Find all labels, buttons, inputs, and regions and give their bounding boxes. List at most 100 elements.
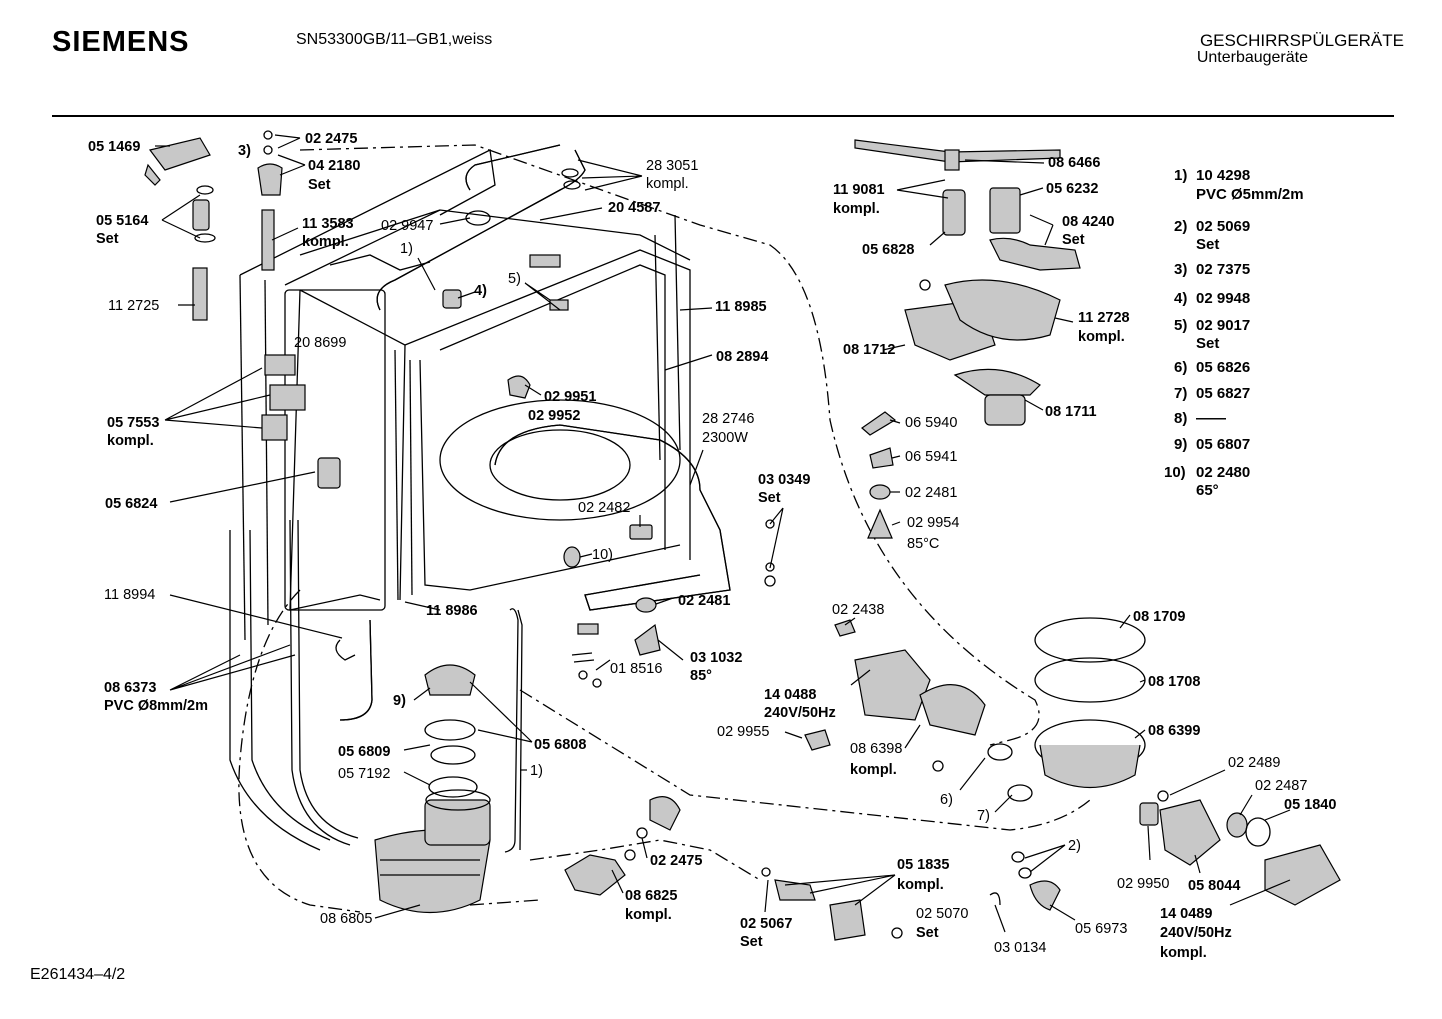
part-inlet-valve <box>564 849 636 896</box>
legend-extra: Set <box>1196 236 1219 253</box>
label-kompl-119081: kompl. <box>833 201 880 217</box>
legend-part: 02 5069 <box>1196 218 1250 235</box>
label-056808: 05 6808 <box>534 737 586 753</box>
part-hose-bends <box>335 639 681 839</box>
legend-part: 02 9948 <box>1196 290 1250 307</box>
label-051840: 05 1840 <box>1284 797 1336 813</box>
label-kompl-086398: kompl. <box>850 762 897 778</box>
label-057553: 05 7553 <box>107 415 159 431</box>
label-204587: 20 4587 <box>608 200 660 216</box>
legend-index: 7) <box>1174 385 1187 402</box>
label-029950: 02 9950 <box>1117 876 1169 892</box>
label-086805: 08 6805 <box>320 911 372 927</box>
label-85-deg: 85° <box>690 668 712 684</box>
label-283051: 28 3051 <box>646 158 698 174</box>
label-112728: 11 2728 <box>1078 310 1130 326</box>
label-140488: 14 0488 <box>764 687 816 703</box>
label-086825: 08 6825 <box>625 888 677 904</box>
label-022481-sensor: 02 2481 <box>905 485 957 501</box>
legend-part: 02 2480 <box>1196 464 1250 481</box>
label-112725: 11 2725 <box>108 298 159 314</box>
label-081712: 08 1712 <box>843 342 895 358</box>
label-029952: 02 9952 <box>528 408 580 424</box>
part-heater-accessories <box>563 519 776 688</box>
label-058044: 05 8044 <box>1188 878 1240 894</box>
label-set-025067: Set <box>740 934 763 950</box>
label-set-025070: Set <box>916 925 939 941</box>
tub-frame <box>229 144 731 853</box>
legend-index: 5) <box>1174 317 1187 334</box>
label-029954: 02 9954 <box>907 515 959 531</box>
label-1-top: 1) <box>400 241 413 257</box>
legend-part: 05 6826 <box>1196 359 1250 376</box>
legend-part: 05 6807 <box>1196 436 1250 453</box>
category-title: GESCHIRRSPÜLGERÄTE <box>1199 31 1404 50</box>
label-022487: 02 2487 <box>1255 778 1307 794</box>
document-id: E261434–4/2 <box>30 966 126 983</box>
label-set-084240: Set <box>1062 232 1085 248</box>
drain-dash-2 <box>469 899 541 906</box>
label-9: 9) <box>393 693 406 709</box>
label-5: 5) <box>508 271 521 287</box>
label-1-bottom: 1) <box>530 763 543 779</box>
label-031032: 03 1032 <box>690 650 742 666</box>
label-118985: 11 8985 <box>715 299 767 315</box>
label-118986: 11 8986 <box>426 603 478 619</box>
label-051835: 05 1835 <box>897 857 949 873</box>
part-drain-pump <box>989 790 1341 911</box>
label-025067: 02 5067 <box>740 916 792 932</box>
part-sensors <box>861 411 897 539</box>
label-kompl-112728: kompl. <box>1078 329 1125 345</box>
legend-extra: PVC Ø5mm/2m <box>1196 186 1304 203</box>
label-029955: 02 9955 <box>717 724 769 740</box>
label-119081: 11 9081 <box>833 182 885 198</box>
label-208699: 20 8699 <box>294 335 346 351</box>
label-10: 10) <box>592 547 613 563</box>
label-025070: 02 5070 <box>916 906 968 922</box>
label-081708: 08 1708 <box>1148 674 1200 690</box>
part-spray-arm <box>854 139 1081 271</box>
part-filters <box>904 279 1061 426</box>
legend-part: —— <box>1196 410 1226 427</box>
label-113583: 11 3583 <box>302 216 354 232</box>
label-018516: 01 8516 <box>610 661 662 677</box>
legend-index: 3) <box>1174 261 1187 278</box>
label-065940: 06 5940 <box>905 415 957 431</box>
label-pvc8: PVC Ø8mm/2m <box>104 698 208 714</box>
legend-index: 8) <box>1174 410 1187 427</box>
label-056828: 05 6828 <box>862 242 914 258</box>
label-051469: 05 1469 <box>88 139 140 155</box>
label-086373: 08 6373 <box>104 680 156 696</box>
label-030349: 03 0349 <box>758 472 810 488</box>
label-kompl-140489: kompl. <box>1160 945 1207 961</box>
label-2: 2) <box>1068 838 1081 854</box>
label-022482: 02 2482 <box>578 500 630 516</box>
label-084240: 08 4240 <box>1062 214 1114 230</box>
label-85c: 85°C <box>907 536 939 552</box>
label-kompl-057553: kompl. <box>107 433 154 449</box>
label-022481-heater: 02 2481 <box>678 593 730 609</box>
tank-outline <box>299 144 1040 746</box>
part-top-connectors <box>144 130 581 399</box>
part-labels: 05 1469 02 2475 3) 04 2180 Set 05 5164 S… <box>88 131 1336 961</box>
legend-index: 4) <box>1174 290 1187 307</box>
label-056232: 05 6232 <box>1046 181 1098 197</box>
label-022489: 02 2489 <box>1228 755 1280 771</box>
legend-part: 02 7375 <box>1196 261 1250 278</box>
label-022475-bottom: 02 2475 <box>650 853 702 869</box>
label-042180: 04 2180 <box>308 158 360 174</box>
label-282746: 28 2746 <box>702 411 754 427</box>
label-065941: 06 5941 <box>905 449 957 465</box>
part-circulation-pump <box>804 617 1146 802</box>
label-kompl-113583: kompl. <box>302 234 349 250</box>
label-140489: 14 0489 <box>1160 906 1212 922</box>
label-3: 3) <box>238 143 251 159</box>
label-086398: 08 6398 <box>850 741 902 757</box>
label-086466: 08 6466 <box>1048 155 1100 171</box>
part-pump-motor <box>374 789 491 913</box>
label-240v-140489: 240V/50Hz <box>1160 925 1232 941</box>
label-6: 6) <box>940 792 953 808</box>
base-outline-2 <box>519 689 1091 831</box>
label-029947: 02 9947 <box>381 218 433 234</box>
